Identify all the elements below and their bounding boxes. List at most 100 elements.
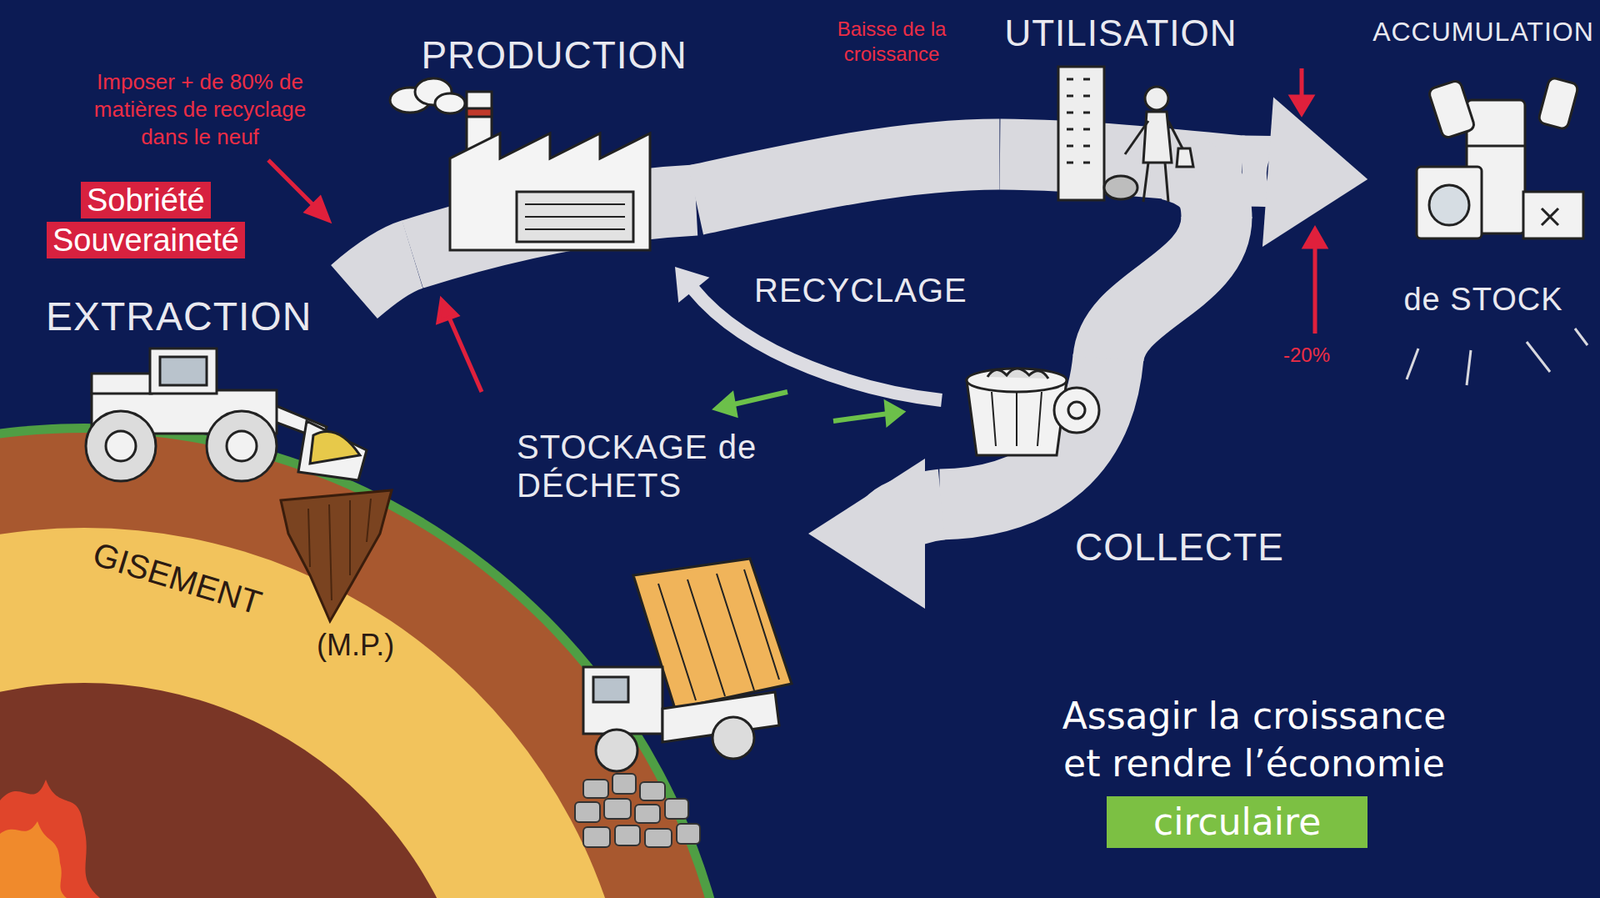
factory	[435, 93, 465, 114]
factory	[390, 78, 650, 250]
rubble-pile	[583, 779, 609, 798]
building-and-person	[1168, 120, 1184, 150]
stock-pile	[1416, 76, 1584, 239]
trash-bin	[966, 368, 1100, 455]
building-and-person	[1125, 120, 1149, 155]
loader-tractor	[91, 373, 152, 394]
flow-connector	[695, 154, 1000, 200]
stage-label: ACCUMULATION	[1372, 16, 1595, 48]
stage-node: EXTRACTION	[41, 291, 367, 488]
stock-pile	[1523, 191, 1584, 239]
trash-bin	[1068, 401, 1085, 419]
note-label: Baisse de la croissance	[808, 16, 975, 67]
dump-truck	[583, 558, 792, 771]
policy-arrow	[1305, 229, 1325, 247]
deposit-pocket	[308, 498, 371, 600]
stage-node: COLLECTE	[941, 358, 1290, 575]
building-and-person	[1066, 79, 1090, 163]
connector-line	[354, 254, 413, 292]
rubble-pile	[575, 801, 600, 822]
dump-truck	[658, 569, 780, 700]
highlight-label: circulaire	[1106, 795, 1368, 848]
rubble-pile	[640, 781, 665, 800]
policy-arrow	[438, 300, 457, 322]
stock-burst	[1406, 328, 1588, 385]
rubble-pile	[645, 828, 672, 847]
stock-pile	[1416, 166, 1482, 239]
flow-split-arrow	[716, 395, 735, 415]
connector-line	[695, 154, 1000, 200]
building-and-person	[1104, 175, 1138, 200]
diagram-title: Assagir la croissance et rendre l’économ…	[1045, 691, 1463, 787]
trash-bin	[1054, 387, 1100, 433]
loader-tractor	[298, 420, 367, 480]
flow-band-part	[412, 154, 1242, 505]
highlight-label: Souveraineté	[46, 221, 245, 259]
note-label: Imposer + de 80% de matières de recyclag…	[75, 68, 325, 151]
arrow-head	[808, 458, 925, 609]
building-and-person	[1058, 66, 1194, 202]
note-label: (M.P.)	[316, 626, 395, 663]
flow-band-part	[940, 356, 1109, 505]
stage-label: COLLECTE	[1075, 525, 1285, 570]
rubble-pile	[583, 826, 610, 847]
policy-arrow	[306, 198, 329, 220]
loader-tractor	[226, 430, 257, 461]
note-label: GISEMENT	[88, 533, 267, 623]
note-label: -20%	[1283, 343, 1330, 368]
earth-layers	[0, 682, 481, 898]
dump-truck	[712, 716, 755, 759]
policy-arrow	[268, 160, 319, 210]
flow-connector	[1242, 97, 1369, 248]
trash-bin	[991, 391, 1042, 446]
dump-truck	[593, 676, 629, 702]
flow-split-arrow	[716, 391, 902, 423]
rubble-pile	[665, 798, 689, 819]
policy-arrow	[1313, 241, 1318, 334]
flow-split-arrow	[730, 391, 788, 405]
dump-truck	[583, 666, 663, 734]
core-flame	[0, 779, 100, 898]
factory	[466, 108, 492, 117]
connector-line	[1108, 216, 1217, 359]
deposit-pocket	[280, 490, 392, 621]
flow-band-part	[1170, 165, 1217, 219]
arrow-head	[675, 266, 710, 303]
factory	[450, 133, 650, 250]
building-and-person	[1143, 162, 1169, 202]
loader-tractor	[206, 410, 277, 481]
core-flame	[0, 820, 67, 898]
loader-tractor	[85, 348, 367, 481]
rubble-pile	[676, 823, 700, 844]
rubble-pile	[635, 804, 660, 823]
stock-pile	[1537, 76, 1579, 130]
rubble-pile	[604, 798, 631, 819]
loader-tractor	[160, 356, 207, 385]
rubble-pile	[615, 825, 640, 845]
stock-pile	[1541, 208, 1559, 225]
factory	[516, 191, 634, 242]
stage-node: STOCKAGE de DÉCHETS	[508, 420, 809, 863]
stock-pile	[1427, 79, 1475, 139]
flow-split-arrow	[886, 403, 902, 423]
stage-node: PRODUCTION	[412, 33, 696, 267]
policy-arrow	[268, 68, 1325, 392]
arrow-head	[1262, 97, 1368, 248]
loader-tractor	[105, 430, 136, 461]
policy-arrow	[1291, 96, 1312, 114]
trash-bin	[966, 368, 1067, 392]
stage-label: STOCKAGE de DÉCHETS	[516, 427, 800, 505]
building-and-person	[1176, 148, 1194, 167]
loader-tractor	[150, 348, 217, 394]
stock-burst	[1406, 328, 1588, 385]
core-flame	[0, 779, 100, 898]
stage-node: UTILISATION	[999, 12, 1242, 217]
highlight-label: Sobriété	[80, 181, 211, 219]
flow-connector	[808, 458, 942, 609]
flow-connector	[1108, 216, 1217, 359]
loader-tractor	[85, 410, 156, 481]
stage-label: de STOCK	[1403, 281, 1563, 319]
policy-arrow	[446, 311, 482, 392]
rubble-pile	[612, 773, 636, 794]
